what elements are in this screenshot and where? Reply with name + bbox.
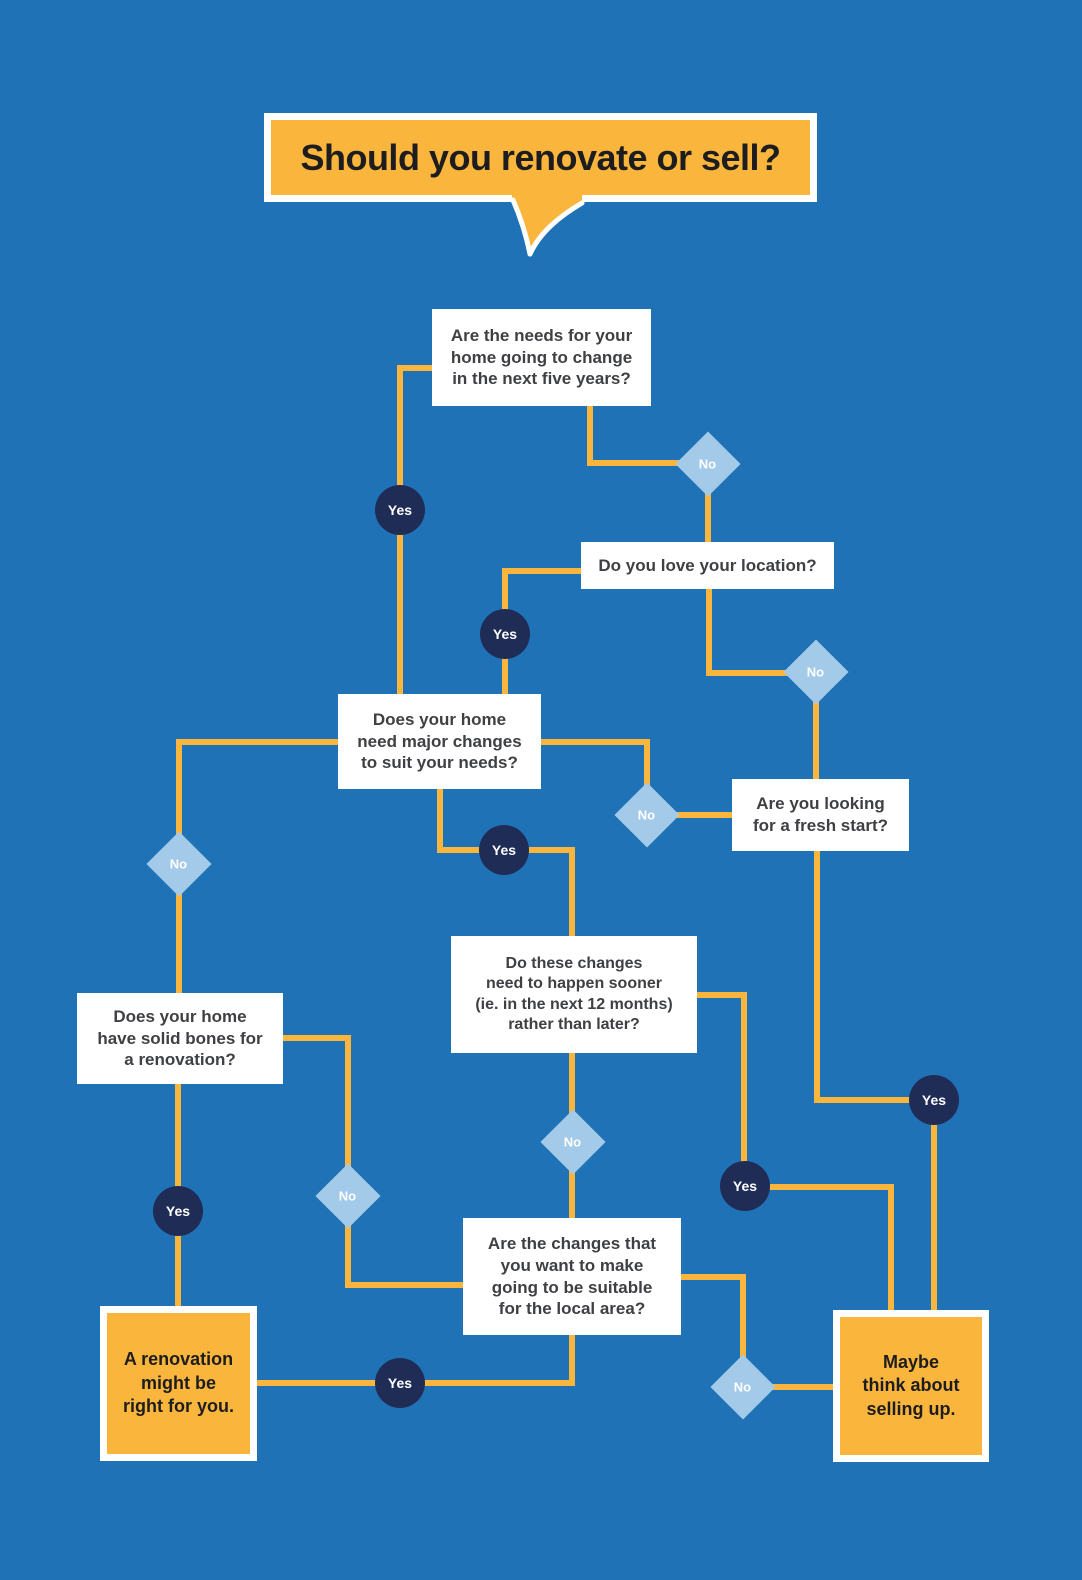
result-sell-text: Maybe think about selling up.: [840, 1317, 982, 1455]
connector-q3-no-right: [541, 739, 732, 818]
question-box-major-changes: Does your home need major changes to sui…: [338, 694, 541, 789]
question-box-needs-change: Are the needs for your home going to cha…: [432, 309, 651, 406]
question-box-fresh-start: Are you looking for a fresh start?: [732, 779, 909, 851]
connector-q4-yes: [814, 851, 937, 1310]
no-marker-label: No: [564, 1134, 582, 1150]
connector-q1-no: [587, 406, 708, 466]
yes-marker-q7: Yes: [375, 1358, 425, 1408]
speech-tail-icon: [510, 194, 585, 257]
question-box-changes-sooner: Do these changes need to happen sooner (…: [451, 936, 697, 1053]
no-marker-label: No: [734, 1379, 752, 1395]
question-box-solid-bones: Does your home have solid bones for a re…: [77, 993, 283, 1084]
result-box-sell: Maybe think about selling up.: [833, 1310, 989, 1462]
result-renovate-text: A renovation might be right for you.: [107, 1313, 250, 1454]
yes-marker-q1: Yes: [375, 485, 425, 535]
yes-marker-q3: Yes: [479, 825, 529, 875]
connector-q1-yes: [397, 365, 432, 694]
connector-q2-no: [706, 589, 819, 779]
no-marker-label: No: [699, 456, 717, 472]
connector-q7-no: [681, 1274, 833, 1390]
yes-marker-q5: Yes: [720, 1161, 770, 1211]
title-banner-fill: Should you renovate or sell?: [271, 120, 810, 195]
connector-q7-yes: [257, 1335, 575, 1386]
yes-marker-q6: Yes: [153, 1186, 203, 1236]
no-marker-label: No: [638, 807, 656, 823]
result-box-renovate: A renovation might be right for you.: [100, 1306, 257, 1461]
title-banner: Should you renovate or sell?: [264, 113, 817, 202]
question-box-love-location: Do you love your location?: [581, 542, 834, 589]
no-marker-label: No: [170, 856, 188, 872]
connector-q5-yes: [697, 992, 894, 1310]
connector-q3-no-left: [176, 739, 338, 993]
no-marker-label: No: [807, 664, 825, 680]
yes-marker-q2: Yes: [480, 609, 530, 659]
no-marker-label: No: [339, 1188, 357, 1204]
yes-marker-q4: Yes: [909, 1075, 959, 1125]
question-box-suitable-area: Are the changes that you want to make go…: [463, 1218, 681, 1335]
connector-q6-no: [283, 1035, 463, 1288]
page-title: Should you renovate or sell?: [300, 136, 781, 178]
